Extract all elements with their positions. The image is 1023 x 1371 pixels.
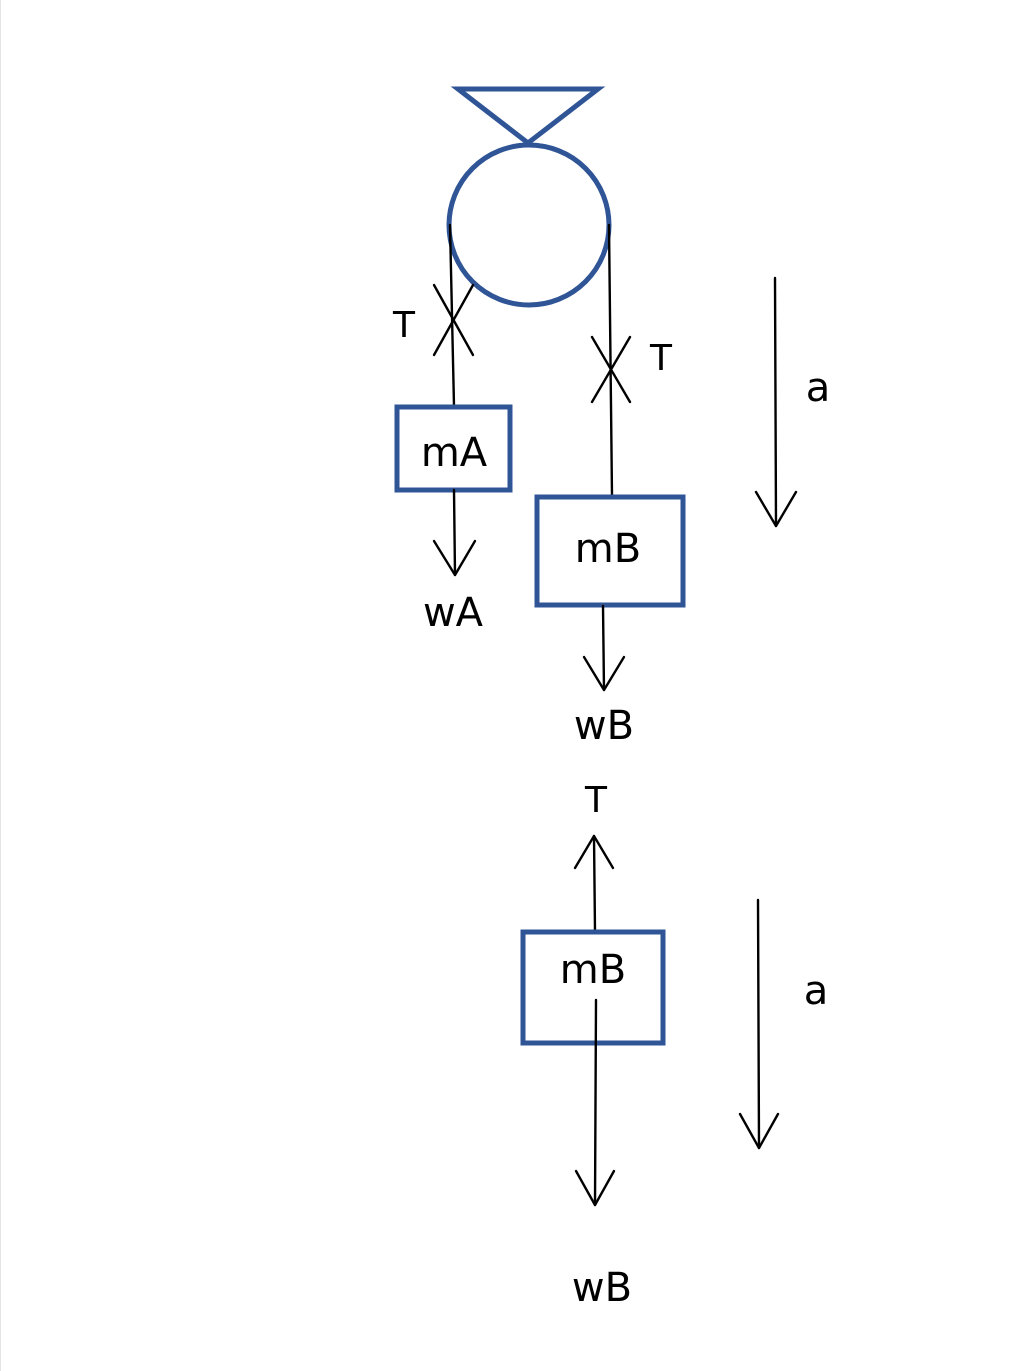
- ceiling-support: [450, 86, 606, 147]
- weight-b-arrow: [582, 604, 626, 692]
- pulley-wheel: [446, 142, 612, 308]
- weight-a-label: wA: [423, 590, 484, 636]
- page-left-border: [0, 0, 1, 1371]
- fbd-acceleration-arrow: [738, 898, 780, 1150]
- block-b-label: mB: [575, 526, 641, 572]
- block-a-label: mA: [421, 430, 488, 476]
- pulley-system: T T mA wA mB wB a: [392, 86, 831, 749]
- right-tension-label: T: [649, 338, 673, 379]
- weight-a-arrow: [432, 488, 477, 577]
- fbd-acceleration-label: a: [804, 968, 829, 1014]
- acceleration-label: a: [806, 365, 831, 411]
- block-b: [534, 494, 686, 608]
- fbd-block-b: [520, 929, 666, 1046]
- right-rope: [607, 223, 614, 498]
- fbd-tension-arrow: [573, 834, 615, 934]
- free-body-diagram-b: T mB wB a: [520, 780, 829, 1311]
- fbd-tension-label: T: [584, 780, 608, 821]
- fbd-block-b-label: mB: [560, 947, 626, 993]
- acceleration-arrow: [754, 276, 798, 528]
- right-tension-marker: [590, 335, 632, 404]
- left-tension-label: T: [392, 305, 416, 346]
- fbd-weight-arrow: [574, 998, 616, 1207]
- left-tension-marker: [432, 283, 475, 357]
- weight-b-label: wB: [574, 703, 634, 749]
- fbd-weight-label: wB: [572, 1265, 632, 1311]
